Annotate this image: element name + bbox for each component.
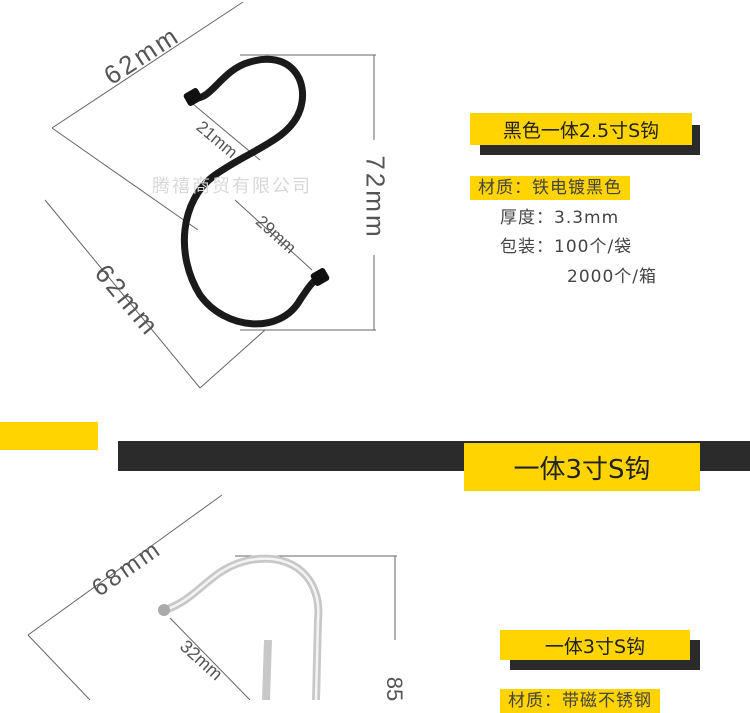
hook-diagram-steel <box>27 494 397 700</box>
spec-thickness-value: 3.3mm <box>554 208 620 228</box>
spec-thickness-label: 厚度： <box>500 208 554 228</box>
spec-packaging-box-value: 2000个/箱 <box>567 267 657 287</box>
spec-thickness: 厚度：3.3mm <box>500 203 619 228</box>
spec-packaging: 包装：100个/袋 <box>500 232 632 257</box>
spec2-material-label: 材质： <box>508 691 562 711</box>
dimension-lines <box>44 1 376 389</box>
title-tag-steel-hook: 一体3寸S钩 <box>500 630 700 670</box>
s-hook-black <box>180 55 322 328</box>
spec-material-value: 铁电镀黑色 <box>532 178 622 198</box>
hook-diagram-black <box>44 1 376 389</box>
s-hook-steel <box>161 554 323 700</box>
spec-packaging-label: 包装： <box>500 237 554 257</box>
dim-height: 72mm <box>360 155 391 240</box>
spec2-material: 材质：带磁不锈钢 <box>500 686 660 713</box>
section1-title: 黑色一体2.5寸S钩 <box>470 113 692 145</box>
spec-packaging-box: 2000个/箱 <box>567 262 657 287</box>
section2-banner-title: 一体3寸S钩 <box>464 443 700 491</box>
section2-title: 一体3寸S钩 <box>500 630 690 660</box>
spec-material: 材质：铁电镀黑色 <box>470 173 630 200</box>
section-divider-yellow-block <box>0 422 98 450</box>
spec-packaging-value: 100个/袋 <box>554 237 633 257</box>
watermark: 腾禧商贸有限公司 <box>152 176 312 196</box>
spec2-material-value: 带磁不锈钢 <box>562 691 652 711</box>
spec-material-label: 材质： <box>478 178 532 198</box>
title-tag-black-hook: 黑色一体2.5寸S钩 <box>470 113 700 155</box>
dim2-height: 85 <box>382 676 408 702</box>
